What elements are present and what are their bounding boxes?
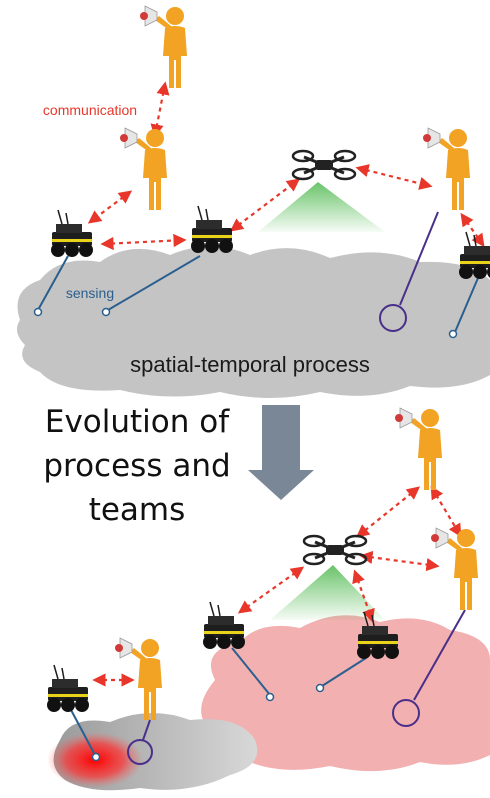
bottom-process-cloud xyxy=(201,615,490,772)
top-sensing-lines xyxy=(37,255,479,333)
sensor-point xyxy=(448,329,458,339)
top-comm-links xyxy=(87,81,485,251)
sensor-point xyxy=(315,683,325,693)
quadcopter-drone-icon xyxy=(291,149,357,181)
ground-robot-icon xyxy=(190,205,234,254)
drone-sensing-footprint-top xyxy=(379,304,407,332)
communication-label: communication xyxy=(43,102,137,118)
evolution-label: Evolution of process and teams xyxy=(22,400,252,532)
person-with-megaphone-icon xyxy=(119,127,168,211)
person-with-megaphone-icon xyxy=(430,527,479,611)
person-with-megaphone-icon xyxy=(139,5,188,89)
ground-robot-icon xyxy=(202,601,246,650)
sensor-point xyxy=(101,307,111,317)
evolution-label-line-3: teams xyxy=(88,492,186,528)
person-with-megaphone-icon xyxy=(394,407,443,491)
sensor-point xyxy=(91,752,101,762)
evolution-arrow xyxy=(248,405,314,500)
drone-sensing-cone-top xyxy=(258,182,385,232)
drone-sensing-line-bottom xyxy=(413,609,466,701)
evolution-label-line-2: process and xyxy=(43,448,231,484)
top-process-cloud xyxy=(16,246,490,398)
person-sensing-line xyxy=(142,719,151,741)
ground-robot-icon xyxy=(46,664,90,713)
bottom-sensing-lines xyxy=(69,647,367,756)
evolution-label-line-1: Evolution of xyxy=(44,404,230,440)
drone-sensing-cone-bottom xyxy=(270,565,385,620)
sensor-point xyxy=(33,307,43,317)
quadcopter-drone-icon xyxy=(302,534,368,566)
drone-sensing-line-top xyxy=(399,211,439,306)
ground-robot-icon xyxy=(50,209,94,258)
person-with-megaphone-icon xyxy=(422,127,471,211)
bottom-comm-links xyxy=(92,485,462,687)
drone-sensing-footprint-bottom xyxy=(392,699,420,727)
sensor-point xyxy=(265,692,275,702)
sensing-label: sensing xyxy=(66,285,114,301)
ground-robot-icon xyxy=(458,231,490,280)
process-label: spatial-temporal process xyxy=(130,352,370,377)
person-sensing-footprint xyxy=(127,739,153,765)
